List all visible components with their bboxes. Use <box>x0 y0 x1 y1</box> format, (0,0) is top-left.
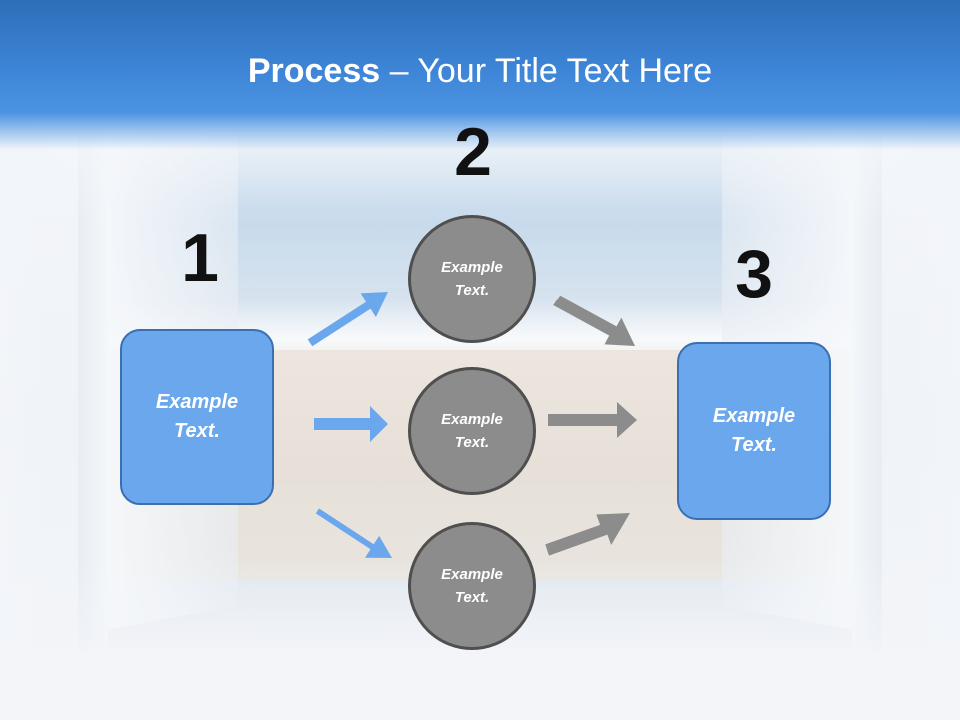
process-circle-3[interactable]: Example Text. <box>408 522 536 650</box>
process-circle-3-line1: Example <box>441 566 503 583</box>
arrow-box1-to-circle1 <box>307 292 388 347</box>
process-circle-2-line1: Example <box>441 411 503 428</box>
step-number-3[interactable]: 3 <box>735 236 773 312</box>
step-number-2[interactable]: 2 <box>454 114 492 190</box>
arrow-circle3-to-box2 <box>545 513 630 556</box>
process-circle-2[interactable]: Example Text. <box>408 367 536 495</box>
arrow-box1-to-circle2-shape <box>314 406 388 442</box>
process-box-end-line2: Text. <box>731 434 777 456</box>
arrow-circle2-to-box2 <box>548 402 637 438</box>
process-box-end[interactable]: Example Text. <box>677 342 831 520</box>
slide-title-rest: – Your Title Text Here <box>380 52 713 90</box>
process-box-end-line1: Example <box>712 405 796 427</box>
process-circle-2-line2: Text. <box>454 434 490 451</box>
process-box-start[interactable]: Example Text. <box>120 329 274 505</box>
header-band <box>0 0 960 150</box>
slide-title[interactable]: Process – Your Title Text Here <box>0 52 960 91</box>
arrow-box1-to-circle3-shape <box>315 508 392 558</box>
process-circle-1-line1: Example <box>441 259 503 276</box>
arrow-circle1-to-box2-shape <box>553 295 635 346</box>
process-circle-3-line2: Text. <box>454 589 490 606</box>
slide-title-bold: Process <box>247 52 381 90</box>
step-number-1[interactable]: 1 <box>181 220 219 296</box>
process-box-start-line2: Text. <box>174 420 220 442</box>
process-circle-1-line2: Text. <box>454 282 490 299</box>
process-circle-1[interactable]: Example Text. <box>408 215 536 343</box>
process-box-start-line1: Example <box>155 391 239 413</box>
